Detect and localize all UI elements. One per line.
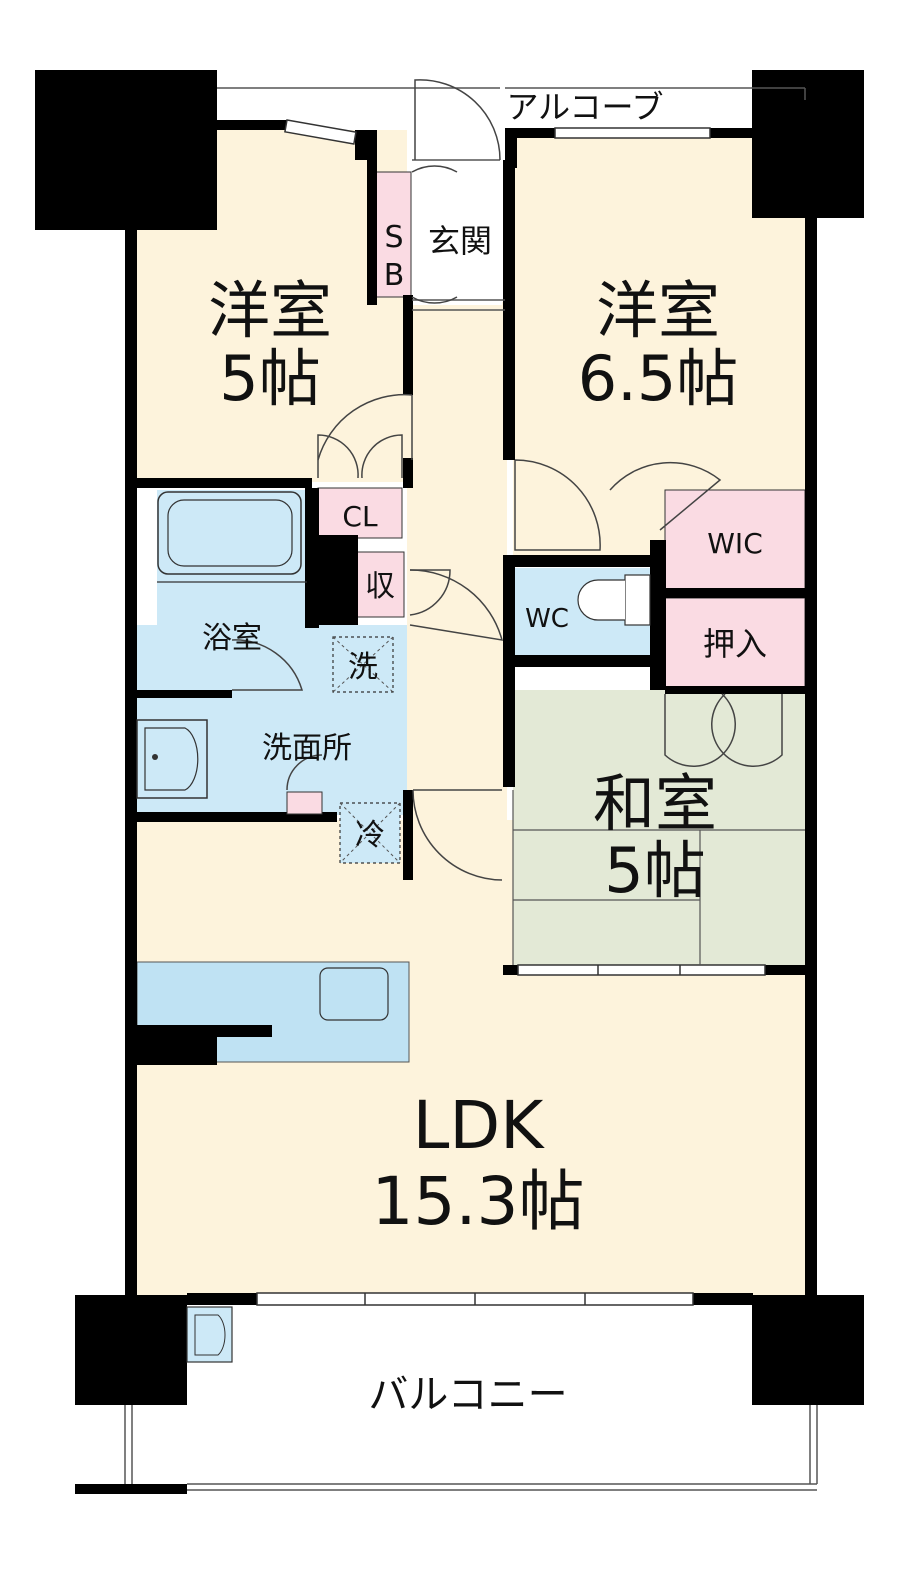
ldk-name: LDK xyxy=(413,1087,546,1164)
wall-right-room-bottom xyxy=(503,555,665,567)
wall-entrance-left xyxy=(367,155,377,305)
alcove-label: アルコーブ xyxy=(506,88,663,126)
kitchen-sink xyxy=(319,967,389,1021)
wall-japanese-bottom-a xyxy=(503,965,518,975)
western-room-right-size: 6.5帖 xyxy=(578,342,739,415)
shoe-box xyxy=(374,171,412,298)
wall-toilet-left xyxy=(503,567,515,667)
closet-label: CL xyxy=(342,500,378,533)
wall-left-room-right xyxy=(403,295,413,395)
toilet-fixture xyxy=(624,574,651,626)
entrance-label: 玄関 xyxy=(428,222,492,260)
column-bottom-left xyxy=(75,1295,187,1405)
balcony-label: バルコニー xyxy=(368,1372,567,1418)
washroom-label: 洗面所 xyxy=(262,731,352,766)
refrigerator-label: 冷 xyxy=(355,818,385,853)
wall-japanese-left xyxy=(503,667,515,787)
walls xyxy=(35,70,864,1494)
wall-oshiire-bottom xyxy=(665,686,805,694)
column-bottom-right xyxy=(752,1295,864,1405)
window-japanese xyxy=(517,964,766,976)
western-room-left-size: 5帖 xyxy=(219,342,320,415)
wall-wic-bottom xyxy=(665,588,805,598)
storage-shu xyxy=(355,551,405,618)
washing-machine-label: 洗 xyxy=(348,650,378,685)
tatami-lines xyxy=(512,790,805,965)
wall-left-room-bottom xyxy=(137,478,312,488)
wall-top-right-room xyxy=(515,128,555,138)
oshiire xyxy=(664,597,806,689)
japanese-room-name: 和室 xyxy=(593,767,717,840)
window-mullions xyxy=(364,965,681,1305)
wall-toilet-right xyxy=(650,540,666,690)
bathtub xyxy=(157,491,302,575)
window-left-room xyxy=(284,119,357,145)
balcony-rail-stub xyxy=(75,1484,187,1494)
shoe-box-label-b: B xyxy=(384,258,405,293)
doors xyxy=(231,79,783,881)
balcony-outline xyxy=(124,1405,818,1491)
wall-ldk-bottom-right xyxy=(693,1293,753,1305)
wall-right-room-left xyxy=(503,160,515,460)
wall-kitchen-stub xyxy=(137,1037,217,1065)
western-room-left-name: 洋室 xyxy=(208,274,332,347)
labels: アルコーブ 洋室 5帖 洋室 6.5帖 S B 玄関 CL WIC 収 WC 押… xyxy=(202,88,767,1418)
wall-washroom-top xyxy=(137,690,232,698)
japanese-room-size: 5帖 xyxy=(604,834,705,907)
wall-bath-block xyxy=(318,535,358,625)
wall-washroom-bottom xyxy=(137,812,337,822)
wall-alcove-right xyxy=(505,128,517,168)
floor-hallway xyxy=(407,302,507,882)
wall-hall-left-mid xyxy=(403,458,413,488)
toilet-label: WC xyxy=(525,604,569,634)
wall-top-left-room xyxy=(137,120,287,130)
alcove-outline xyxy=(217,87,806,311)
wic-label: WIC xyxy=(707,527,763,560)
storage-label: 収 xyxy=(365,569,395,604)
wall-toilet-bottom xyxy=(515,655,665,667)
floor-entrance xyxy=(412,165,502,305)
wall-outer-right xyxy=(805,130,817,1300)
wall-bath-right xyxy=(305,488,319,628)
shoe-box-label-s: S xyxy=(384,220,403,255)
wall-outer-left xyxy=(125,120,137,1300)
wall-ldk-bottom-left xyxy=(187,1293,257,1305)
wall-japanese-bottom-b xyxy=(765,965,805,975)
western-room-right-name: 洋室 xyxy=(596,274,720,347)
ldk-size: 15.3帖 xyxy=(372,1163,585,1240)
wash-basin xyxy=(136,719,208,799)
window-right-room xyxy=(554,127,711,139)
wall-top-right-room-b xyxy=(710,128,805,138)
wall-fridge-right xyxy=(403,790,413,880)
oshiire-label: 押入 xyxy=(703,625,767,663)
wall-top-left-room-b xyxy=(355,130,377,160)
bathroom-label: 浴室 xyxy=(202,621,262,656)
fixtures xyxy=(136,491,651,1363)
wall-kitchen-partition xyxy=(137,1025,272,1037)
